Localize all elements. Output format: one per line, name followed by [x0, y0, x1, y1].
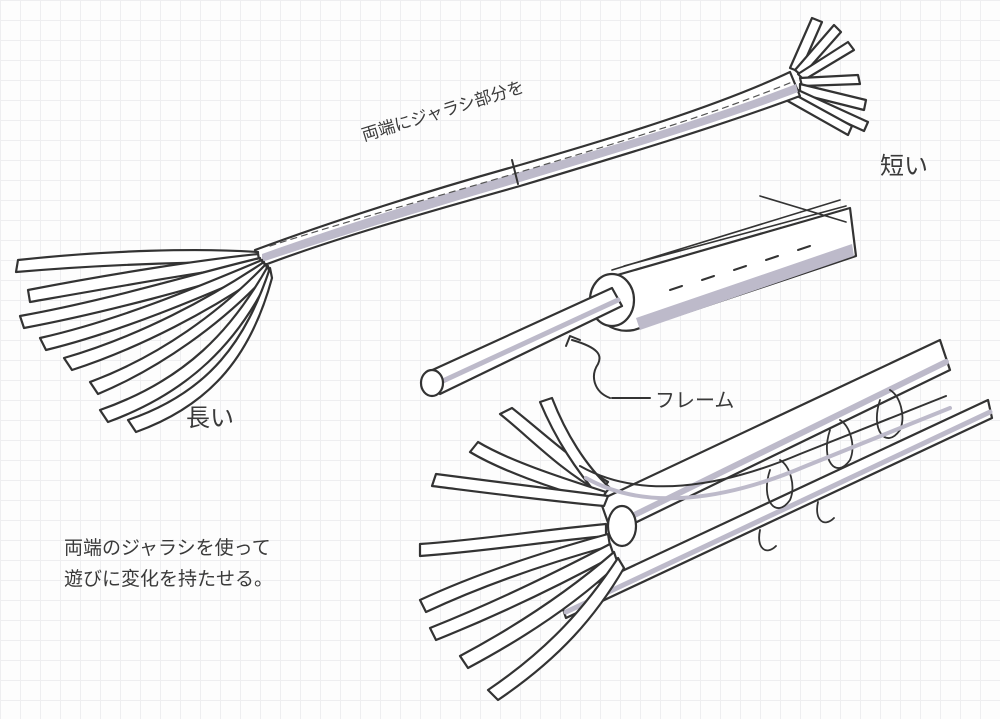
- stick-toy: [14, 16, 870, 434]
- wrap-loops: [758, 389, 904, 552]
- sleeve-dashes: [669, 245, 811, 291]
- caption-line-1: 両端のジャラシを使って: [64, 537, 271, 559]
- stick-shade: [262, 84, 798, 262]
- caption: 両端のジャラシを使って 遊びに変化を持たせる。: [64, 533, 273, 595]
- short-tassel: [784, 16, 870, 137]
- frame-arrow: [571, 339, 611, 399]
- sleeve-shade: [636, 244, 854, 330]
- caption-line-2: 遊びに変化を持たせる。: [64, 568, 274, 590]
- sleeve-top-lines: [611, 195, 847, 271]
- tassel-detail: [418, 338, 994, 702]
- stick-stitch: [269, 81, 793, 247]
- tassel-strips: [418, 396, 626, 702]
- wrap-band: [579, 395, 947, 488]
- annotation-frame: フレーム: [655, 388, 735, 412]
- frame-rod-end-2: [606, 504, 638, 548]
- annotation-short: 短い: [880, 152, 928, 180]
- long-tassel: [14, 248, 274, 434]
- annotation-long: 長い: [186, 404, 234, 432]
- frame-detail: [419, 195, 858, 399]
- frame-rod-end: [419, 368, 445, 398]
- sleeve: [592, 206, 858, 332]
- stick-joint: [511, 159, 519, 185]
